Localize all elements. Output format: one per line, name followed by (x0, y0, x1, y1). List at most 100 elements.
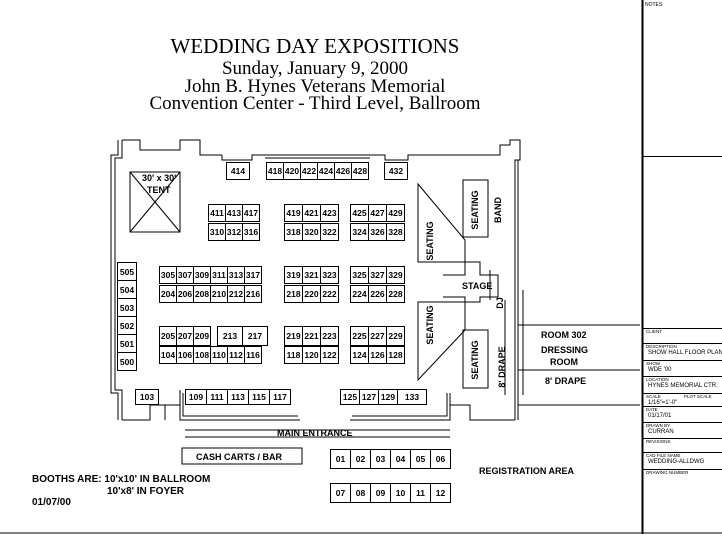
booth-09: 09 (370, 483, 391, 503)
booth-226: 226 (368, 285, 387, 303)
booth-218: 218 (284, 285, 303, 303)
booth-318: 318 (284, 223, 303, 241)
cash-carts-label: CASH CARTS / BAR (196, 452, 283, 462)
title-block-value: HYNES MEMORIAL CTR. (648, 383, 718, 389)
booth-125: 125 (340, 389, 360, 405)
booth-115: 115 (248, 389, 270, 405)
title-block-key: CAD FILE NAME (646, 453, 681, 458)
booth-213: 213 (217, 326, 243, 346)
booth-421: 421 (302, 204, 321, 222)
dressing-label: DRESSING (541, 345, 589, 355)
booth-311: 311 (210, 266, 228, 284)
booth-325: 325 (350, 266, 369, 284)
title-block-value: SHOW HALL FLOOR PLAN (648, 350, 722, 356)
booth-225: 225 (350, 326, 369, 346)
booth-323: 323 (320, 266, 339, 284)
booth-229: 229 (386, 326, 405, 346)
title-block-value: 01/17/01 (648, 413, 672, 419)
title-block-key: SCALE (646, 394, 661, 399)
booth-505: 505 (117, 262, 137, 281)
booth-321: 321 (302, 266, 321, 284)
booth-317: 317 (244, 266, 262, 284)
booth-217: 217 (242, 326, 268, 346)
booth-423: 423 (320, 204, 339, 222)
booth-326: 326 (368, 223, 387, 241)
booth-127: 127 (359, 389, 379, 405)
booth-106: 106 (176, 346, 194, 364)
title-block-value: WDE '00 (648, 367, 672, 373)
booth-08: 08 (350, 483, 371, 503)
booth-414: 414 (226, 162, 250, 180)
booth-422: 422 (300, 162, 318, 180)
booth-320: 320 (302, 223, 321, 241)
booth-329: 329 (386, 266, 405, 284)
room-302-label: ROOM 302 (541, 330, 587, 340)
booth-126: 126 (368, 346, 387, 364)
booth-222: 222 (320, 285, 339, 303)
registration-area-label: REGISTRATION AREA (479, 466, 575, 476)
booth-224: 224 (350, 285, 369, 303)
booth-129: 129 (378, 389, 398, 405)
booth-305: 305 (159, 266, 177, 284)
booth-418: 418 (266, 162, 284, 180)
venue-line-1: John B. Hynes Veterans Memorial (184, 76, 446, 97)
booth-221: 221 (302, 326, 321, 346)
booth-133: 133 (397, 389, 427, 405)
booth-309: 309 (193, 266, 211, 284)
drape-vertical-label: 8' DRAPE (497, 346, 507, 388)
venue-line-2: Convention Center - Third Level, Ballroo… (149, 93, 481, 114)
main-entrance-label: MAIN ENTRANCE (277, 428, 353, 438)
booth-104: 104 (159, 346, 177, 364)
booth-426: 426 (334, 162, 352, 180)
booth-327: 327 (368, 266, 387, 284)
booth-313: 313 (227, 266, 245, 284)
booth-111: 111 (206, 389, 228, 405)
dj-label: DJ (495, 297, 505, 309)
title-block-key: LOCATION (646, 377, 669, 382)
booth-210: 210 (210, 285, 228, 303)
booth-207: 207 (176, 326, 194, 346)
booth-05: 05 (410, 449, 431, 469)
booth-502: 502 (117, 316, 137, 335)
booth-120: 120 (302, 346, 321, 364)
booth-219: 219 (284, 326, 303, 346)
booth-417: 417 (242, 204, 260, 222)
title-block-row: REVISIONS (642, 438, 722, 444)
title-block-row: CLIENT (642, 328, 722, 334)
booth-319: 319 (284, 266, 303, 284)
title-block-key: SHOW (646, 361, 660, 366)
booth-310: 310 (208, 223, 226, 241)
booth-432: 432 (384, 162, 408, 180)
booth-504: 504 (117, 280, 137, 299)
booth-216: 216 (244, 285, 262, 303)
title-block-row: DRAWING NUMBER (642, 469, 722, 475)
event-date: Sunday, January 9, 2000 (221, 58, 409, 79)
booth-07: 07 (330, 483, 351, 503)
booth-204: 204 (159, 285, 177, 303)
page-title: WEDDING DAY EXPOSITIONS (170, 34, 460, 58)
title-block-key: DESCRIPTION (646, 344, 677, 349)
tent-size-label: 30' x 30' (142, 173, 177, 183)
booth-110: 110 (210, 346, 228, 364)
booth-413: 413 (225, 204, 243, 222)
booth-11: 11 (410, 483, 431, 503)
booth-12: 12 (430, 483, 451, 503)
booth-419: 419 (284, 204, 303, 222)
booth-112: 112 (227, 346, 245, 364)
seating-label-upper: SEATING (425, 221, 435, 261)
booth-425: 425 (350, 204, 369, 222)
booth-328: 328 (386, 223, 405, 241)
room-label: ROOM (550, 357, 578, 367)
booth-420: 420 (283, 162, 301, 180)
tent-label: TENT (147, 185, 171, 195)
booth-312: 312 (225, 223, 243, 241)
booth-122: 122 (320, 346, 339, 364)
booth-307: 307 (176, 266, 194, 284)
booth-322: 322 (320, 223, 339, 241)
band-label: BAND (493, 197, 503, 223)
booth-208: 208 (193, 285, 211, 303)
booth-205: 205 (159, 326, 177, 346)
